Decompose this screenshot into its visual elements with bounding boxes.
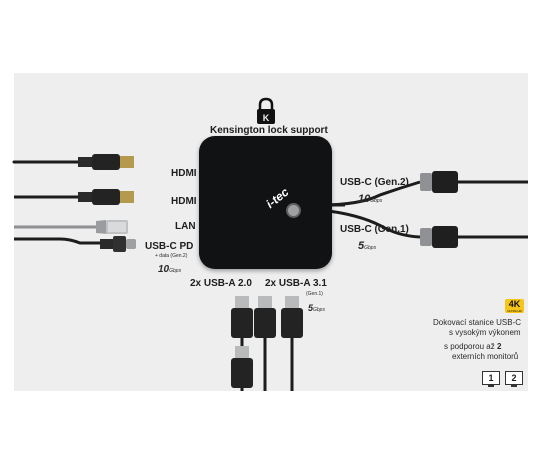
description-line-3: s podporou až 2 xyxy=(444,342,502,351)
4k-badge: 4K ULTRA HD xyxy=(505,299,524,313)
usba31-speed: 5Gbps xyxy=(308,303,325,313)
usbc-gen1-label: USB-C (Gen.1) xyxy=(340,224,409,235)
lan-cable xyxy=(14,220,128,234)
monitor-icon-2: 2 xyxy=(505,371,523,387)
usbc-pd-sublabel: + data (Gen.2) xyxy=(155,253,188,259)
hdmi-label-1: HDMI xyxy=(171,168,197,179)
description-line-2: s vysokým výkonem xyxy=(449,328,521,337)
lan-label: LAN xyxy=(175,221,196,232)
usbc-gen2-speed: 10Gbps xyxy=(358,193,383,205)
kensington-label: Kensington lock support xyxy=(210,125,328,136)
power-button xyxy=(286,203,301,218)
description-line-4: externích monitorů xyxy=(452,352,519,361)
usba20-label: 2x USB-A 2.0 xyxy=(190,278,252,289)
usbc-gen2-label: USB-C (Gen.2) xyxy=(340,177,409,188)
usba31-label: 2x USB-A 3.1 xyxy=(265,278,327,289)
usbc-pd-label: USB-C PD xyxy=(145,241,194,252)
docking-station xyxy=(199,136,332,269)
description-line-1: Dokovací stanice USB-C xyxy=(433,318,522,327)
usba-cables-bottom xyxy=(231,296,303,391)
hdmi-cable-1 xyxy=(12,154,134,170)
usba31-sublabel: (Gen.1) xyxy=(306,291,323,297)
usbc-pd-cable xyxy=(14,236,136,252)
usbc-gen1-cable xyxy=(319,208,528,248)
hdmi-label-2: HDMI xyxy=(171,196,197,207)
usbc-gen1-speed: 5Gbps xyxy=(358,240,377,252)
svg-text:K: K xyxy=(263,113,270,123)
lock-icon: K xyxy=(257,97,275,124)
hdmi-cable-2 xyxy=(14,189,134,205)
monitor-icon-1: 1 xyxy=(482,371,500,387)
usbc-pd-speed: 10Gbps xyxy=(158,264,182,275)
